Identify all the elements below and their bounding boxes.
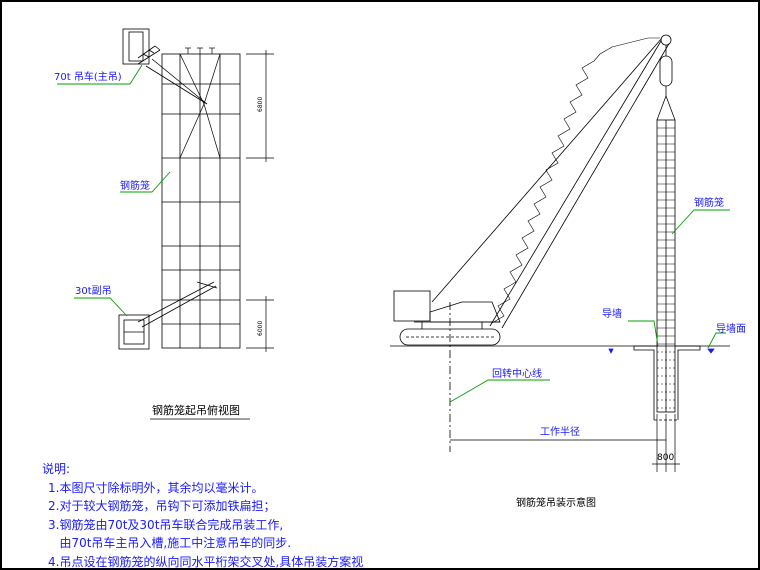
working-radius-dim <box>450 414 680 472</box>
note-item: 由70t吊车主吊入槽,施工中注意吊车的同步. <box>48 536 292 550</box>
notes-block: 说明: 1.本图尺寸除标明外，其余均以毫米计。 2.对于较大钢筋笼，吊钩下可添加… <box>42 460 462 569</box>
crawler-crane <box>393 290 501 346</box>
label-main-crane: 70t 吊车(主吊) <box>54 70 122 83</box>
elevation-view <box>390 34 730 472</box>
top-hooks <box>185 47 215 54</box>
level-mark-left <box>608 348 614 354</box>
elevation-leaders <box>449 209 730 403</box>
label-working-radius: 工作半径 <box>540 425 580 438</box>
label-slewing-center: 回转中心线 <box>492 367 542 380</box>
note-item: 1.本图尺寸除标明外，其余均以毫米计。 <box>48 480 264 495</box>
cage-plan-vertical-lines <box>179 54 221 348</box>
note-item: 2.对于较大钢筋笼，吊钩下可添加铁扁担； <box>48 499 276 513</box>
label-cage-plan: 钢筋笼 <box>120 179 150 192</box>
level-mark-right <box>707 348 715 354</box>
cage-elevation <box>656 119 676 413</box>
dim-width: 800 <box>657 453 674 463</box>
main-crane-plan <box>122 28 208 105</box>
plan-view <box>118 28 274 352</box>
elevation-view-title: 钢筋笼吊装示意图 <box>516 496 596 509</box>
label-guide-wall-surface: 导墙面 <box>716 322 746 335</box>
plan-leaders <box>57 64 171 317</box>
dim-lower: 6000 <box>257 321 264 336</box>
plan-view-title: 钢筋笼起吊俯视图 <box>152 403 240 417</box>
cage-plan-outline <box>161 53 241 349</box>
cage-plan-horizontal-lines <box>162 83 240 325</box>
notes-heading: 说明: <box>42 462 71 476</box>
label-guide-wall: 导墙 <box>602 307 622 320</box>
label-aux-crane: 30t副吊 <box>75 285 112 297</box>
crane-boom <box>431 34 676 329</box>
plan-rigging-lines <box>179 53 221 159</box>
label-cage-elevation: 钢筋笼 <box>694 196 724 209</box>
note-item: 4.吊点设在钢筋笼的纵向同水平桁架交叉处,具体吊装方案视 <box>48 554 364 569</box>
aux-crane-plan <box>118 281 218 350</box>
dim-upper: 6800 <box>257 97 264 112</box>
plan-dimension-upper <box>246 50 274 162</box>
note-item: 3.钢筋笼由70t及30t吊车联合完成吊装工作, <box>48 517 284 532</box>
plan-dimension-lower <box>246 296 274 352</box>
